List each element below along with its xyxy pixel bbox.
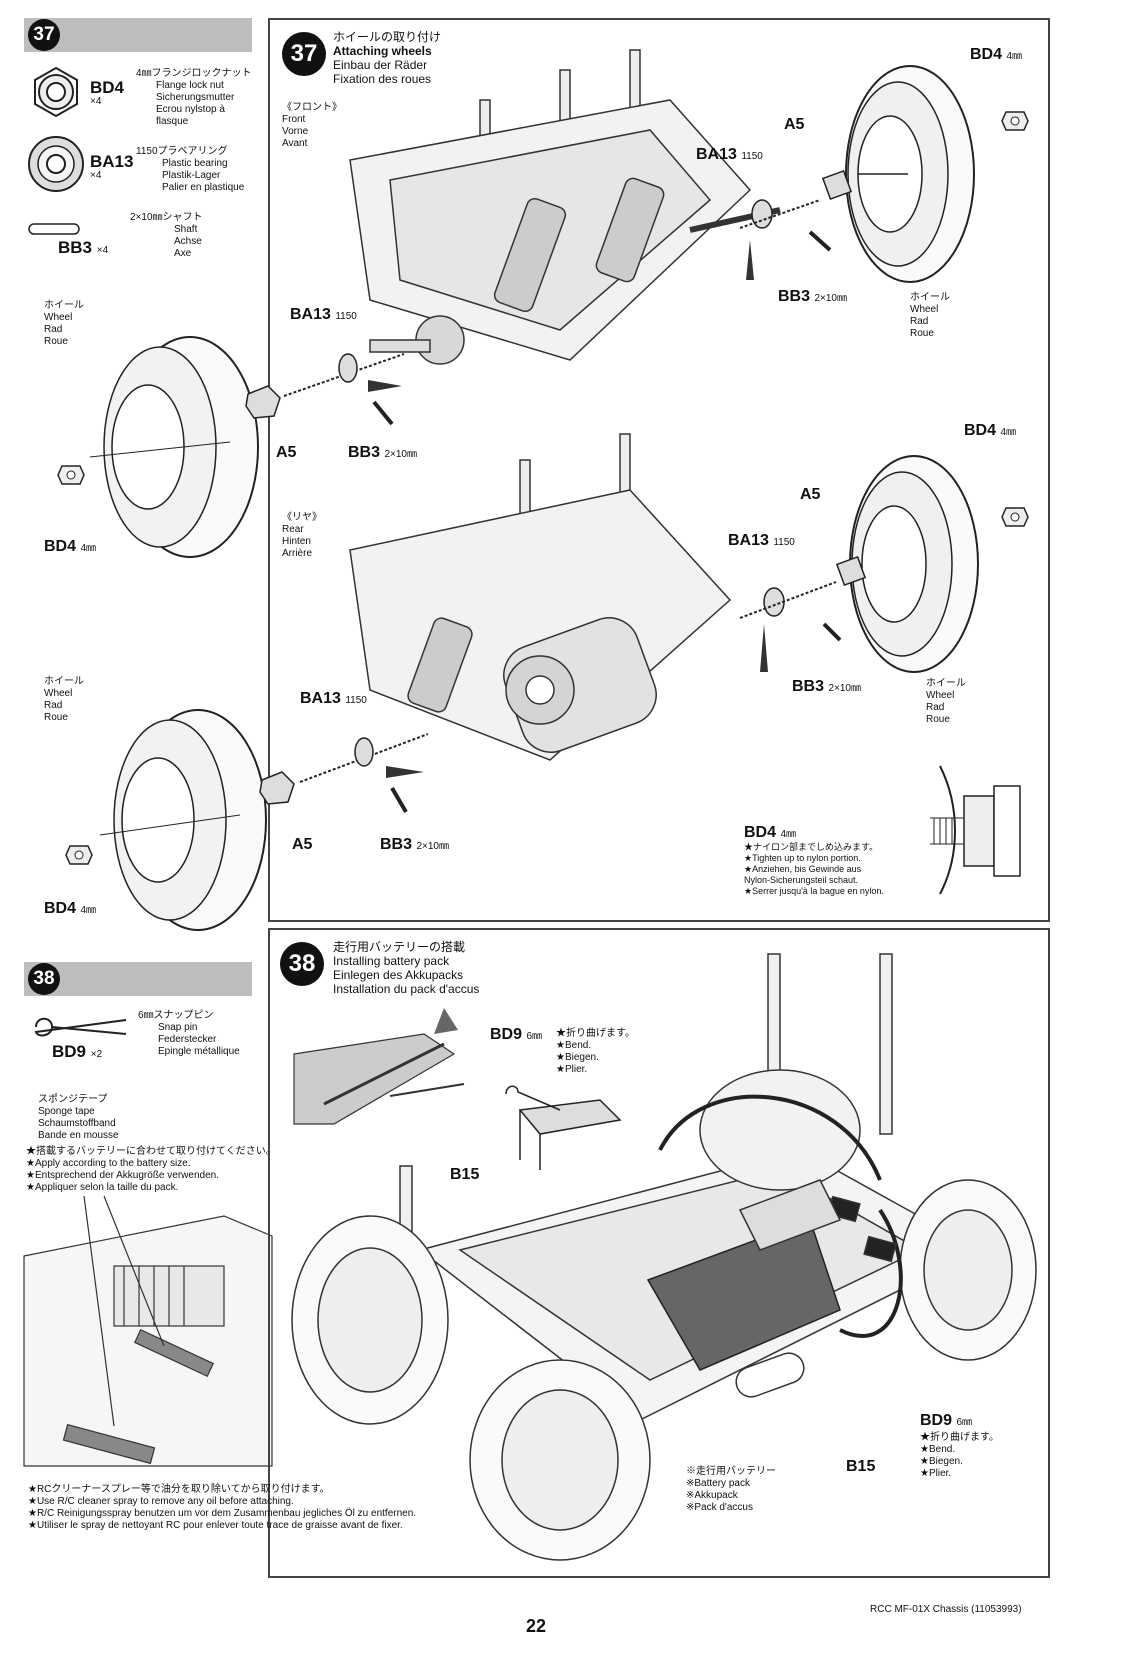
flange-nut-icon: [1001, 111, 1029, 131]
nylon-nut-note: BD4 4㎜ ★ナイロン部までしめ込みます。 ★Tighten up to ny…: [744, 824, 884, 896]
snap-pin-icon: [34, 1017, 127, 1037]
cleaner-spray-notes: ★RCクリーナースプレー等で油分を取り除いてから取り付けます。 ★Use R/C…: [28, 1484, 417, 1531]
part-code-bb3: BB3 ×4: [58, 238, 109, 257]
shaft-icon: [28, 223, 80, 235]
label-bd4-front-left: BD4 4㎜: [44, 538, 97, 555]
rear-label: 《リヤ》 Rear Hinten Arrière: [282, 512, 322, 559]
flange-nut-icon: [34, 66, 78, 118]
part-code-bd9: BD9 ×2: [52, 1042, 103, 1061]
step-37-header-bar: [24, 18, 252, 52]
wheel-label-rear-right: ホイール Wheel Rad Roue: [926, 678, 966, 725]
label-bb3-front-left: BB3 2×10㎜: [348, 444, 417, 461]
part-code-bd4: BD4: [90, 78, 125, 97]
label-bd4-rear-left: BD4 4㎜: [44, 900, 97, 917]
wheel-label-front-right: ホイール Wheel Rad Roue: [910, 292, 950, 339]
label-bd4-front-right: BD4 4㎜: [970, 46, 1023, 63]
front-right-hardware: [739, 169, 853, 280]
rear-right-hardware: [739, 555, 867, 672]
front-right-wheel: [845, 65, 975, 283]
bend-note-bottom: ★折り曲げます。 ★Bend. ★Biegen. ★Plier.: [920, 1432, 999, 1479]
wheel-label-front-left: ホイール Wheel Rad Roue: [44, 300, 84, 347]
rear-left-wheel: [99, 709, 267, 931]
front-label: 《フロント》 Front Vorne Avant: [282, 102, 342, 149]
sponge-tape-label: スポンジテープ Sponge tape Schaumstoffband Band…: [38, 1094, 119, 1141]
front-left-wheel: [89, 336, 259, 558]
car-battery-install-illustration: [291, 953, 1037, 1561]
rear-left-hardware: [259, 733, 429, 814]
label-a5-front-right: A5: [784, 116, 805, 133]
label-a5-rear-right: A5: [800, 486, 821, 503]
sponge-tape-detail-illustration: [23, 1195, 273, 1467]
part-desc-ba13: 1150プラベアリング Plastic bearing Plastik-Lage…: [136, 146, 245, 193]
label-bb3-rear-right: BB3 2×10㎜: [792, 678, 861, 695]
label-b15-bottom: B15: [846, 1458, 876, 1475]
battery-pack-label: ※走行用バッテリー ※Battery pack ※Akkupack ※Pack …: [686, 1466, 776, 1513]
model-name: RCC MF-01X Chassis (11053993): [870, 1604, 1022, 1615]
label-ba13-front-right: BA13 1150: [696, 146, 763, 163]
page-number: 22: [526, 1616, 547, 1636]
label-bd4-rear-right: BD4 4㎜: [964, 422, 1017, 439]
label-ba13-rear-right: BA13 1150: [728, 532, 795, 549]
label-bd9-bottom: BD9 6㎜: [920, 1412, 973, 1429]
step-38-title: 走行用バッテリーの搭載 Installing battery pack Einl…: [333, 940, 480, 996]
label-bd9-top: BD9 6㎜: [490, 1026, 543, 1043]
label-bb3-front-right: BB3 2×10㎜: [778, 288, 847, 305]
step-38-header-bar: [24, 962, 252, 996]
flange-nut-icon: [1001, 507, 1029, 527]
step-37-badge: 37: [28, 19, 60, 51]
front-chassis-illustration: [349, 49, 781, 365]
flange-nut-icon: [57, 465, 85, 485]
step-38-title-badge: 38: [280, 942, 324, 986]
label-b15-top: B15: [450, 1166, 480, 1183]
front-left-hardware: [245, 353, 405, 426]
wheel-label-rear-left: ホイール Wheel Rad Roue: [44, 676, 84, 723]
step-38-panel: [268, 928, 1050, 1578]
step-37-panel: [268, 18, 1050, 922]
bend-note-top: ★折り曲げます。 ★Bend. ★Biegen. ★Plier.: [556, 1028, 635, 1075]
step-38-badge: 38: [28, 963, 60, 995]
rear-right-wheel: [849, 455, 979, 673]
pin-bend-detail-illustration: [293, 1008, 465, 1125]
part-desc-bb3: 2×10㎜シャフト Shaft Achse Axe: [130, 212, 203, 259]
part-desc-bd9: 6㎜スナップピン Snap pin Federstecker Epingle m…: [138, 1010, 240, 1057]
part-qty-ba13: ×4: [90, 170, 102, 181]
label-ba13-front-left: BA13 1150: [290, 306, 357, 323]
rear-chassis-illustration: [349, 433, 732, 761]
nylon-nut-detail-illustration: [930, 765, 1021, 895]
label-ba13-rear-left: BA13 1150: [300, 690, 367, 707]
battery-holder-illustration: [505, 1085, 622, 1170]
label-a5-front-left: A5: [276, 444, 297, 461]
part-desc-bd4: 4㎜フランジロックナット Flange lock nut Sicherungsm…: [136, 68, 252, 127]
sponge-tape-notes: ★搭載するバッテリーに合わせて取り付けてください。 ★Apply accordi…: [26, 1146, 276, 1193]
step-37-title: ホイールの取り付け Attaching wheels Einbau der Rä…: [333, 30, 442, 86]
part-qty-bd4: ×4: [90, 96, 102, 107]
label-a5-rear-left: A5: [292, 836, 313, 853]
step-37-title-badge: 37: [282, 32, 326, 76]
bearing-icon: [28, 136, 84, 192]
flange-nut-icon: [65, 845, 93, 865]
part-code-ba13: BA13: [90, 152, 134, 171]
label-bb3-rear-left: BB3 2×10㎜: [380, 836, 449, 853]
